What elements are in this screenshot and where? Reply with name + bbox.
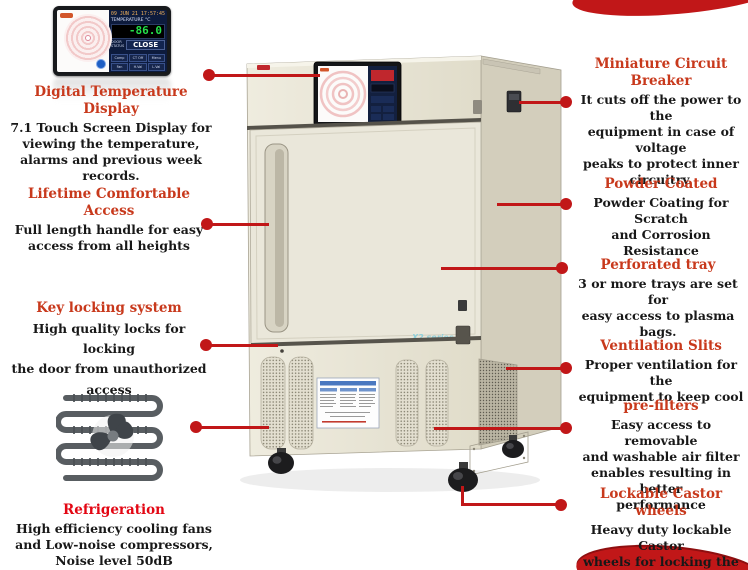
plasma-freezer-illustration: X2 series	[240, 55, 562, 492]
callout-title: Key locking system	[36, 300, 182, 316]
lead-castor-wheels	[461, 503, 560, 506]
callout-miniature-circuit-breaker: Miniature Circuit Breaker It cuts off th…	[575, 56, 747, 204]
callout-title: Ventilation Slits	[600, 338, 722, 354]
callout-title: pre-filters	[623, 398, 699, 414]
display-button: CT Off	[129, 54, 147, 62]
display-screen: 09 JUN 21 17:57:45 TEMPERATURE °C -86.0 …	[57, 10, 167, 72]
callout-digital-temperature-display: Digital Temperature Display 7.1 Touch Sc…	[5, 84, 217, 184]
temperature-label: TEMPERATURE °C	[110, 18, 151, 23]
callout-body: Powder Coating for Scratch and Corrosion…	[593, 194, 729, 258]
chart-rings	[64, 14, 112, 62]
display-buttons: Comp CT Off Menu Fan H.Val L.Val	[110, 54, 165, 71]
spec-label-panel	[316, 377, 380, 429]
callout-body: High quality locks for locking the door …	[11, 320, 207, 397]
circuit-breaker-switch	[509, 94, 519, 100]
callout-title: Miniature Circuit Breaker	[594, 56, 728, 89]
lead-circuit-breaker	[519, 101, 565, 104]
nameplate	[482, 58, 541, 75]
callout-ventilation-slits: Ventilation Slits Proper ventilation for…	[575, 338, 747, 405]
callout-title: Powder Coated	[604, 176, 718, 192]
callout-title: Perforated tray	[600, 257, 716, 273]
callout-body: High efficiency cooling fans and Low-noi…	[15, 520, 213, 568]
dot-pre-filters	[560, 422, 572, 434]
lead-handle	[212, 223, 269, 226]
door: X2 series	[247, 100, 482, 347]
circular-chart-recorder	[57, 10, 112, 72]
callout-body: 3 or more trays are set for easy access …	[578, 275, 738, 339]
keyhole	[280, 349, 284, 353]
tablet-reflection	[53, 78, 171, 102]
callout-title: Digital Temperature Display	[34, 84, 188, 117]
door-bottom-gap	[251, 336, 481, 347]
fan-icon	[90, 413, 134, 457]
lead-perforated-tray	[441, 267, 561, 270]
chart-button-icon	[95, 59, 106, 69]
door-handle-recess	[275, 149, 284, 327]
temperature-value: -86.0	[110, 24, 165, 39]
display-button: Menu	[147, 54, 165, 62]
callout-title: Lockable Castor wheels	[599, 486, 723, 519]
cabinet-brand-logo	[257, 65, 270, 70]
brand-logo-icon	[60, 13, 73, 18]
lead-powder-coated	[497, 203, 565, 206]
display-datetime: 09 JUN 21 17:57:45	[110, 11, 165, 17]
lead-digital-display	[214, 74, 320, 77]
callout-lockable-castor-wheels: Lockable Castor wheels Heavy duty lockab…	[575, 486, 747, 570]
lead-pre-filters	[434, 427, 565, 430]
display-button: H.Val	[129, 63, 147, 71]
dot-castor-wheels	[555, 499, 567, 511]
dot-perforated-tray	[556, 262, 568, 274]
display-button: L.Val	[147, 63, 165, 71]
dot-ventilation-slits	[560, 362, 572, 374]
door-top-gap	[247, 118, 481, 130]
door-status-value: CLOSE	[126, 39, 165, 50]
dot-powder-coated	[560, 198, 572, 210]
callout-body: Easy access to removable and washable ai…	[582, 416, 740, 512]
lead-key-lock	[211, 344, 278, 347]
dot-handle	[201, 218, 213, 230]
temperature-display-closeup: 09 JUN 21 17:57:45 TEMPERATURE °C -86.0 …	[53, 6, 171, 76]
side-recessed-panel	[469, 431, 529, 476]
callout-title: Lifetime Comfortable Access	[27, 186, 191, 219]
door-lock	[458, 300, 467, 311]
callout-body: 7.1 Touch Screen Display for viewing the…	[10, 119, 212, 183]
door-hinge	[473, 100, 482, 114]
lead-castor-wheels-vertical	[461, 486, 464, 506]
callout-body: Proper ventilation for the equipment to …	[578, 356, 744, 404]
callout-lifetime-comfortable-access: Lifetime Comfortable Access Full length …	[5, 186, 213, 254]
display-side-panel: 09 JUN 21 17:57:45 TEMPERATURE °C -86.0 …	[108, 10, 167, 72]
callout-body: It cuts off the power to the equipment i…	[580, 91, 742, 203]
door-status-label: DOOR STATUS	[110, 39, 125, 48]
castor-wheels	[268, 435, 524, 492]
callout-perforated-tray: Perforated tray 3 or more trays are set …	[568, 257, 748, 340]
side-ventilation-grille	[478, 358, 518, 446]
callout-body: Full length handle for easy access from …	[14, 221, 204, 253]
callout-key-locking-system: Key locking system High quality locks fo…	[5, 300, 213, 400]
dot-key-lock	[200, 339, 212, 351]
callout-body: Heavy duty lockable Castor wheels for lo…	[583, 521, 739, 570]
display-button: Fan	[110, 63, 129, 71]
callout-refrigeration: Refrigeration High efficiency cooling fa…	[0, 502, 228, 569]
dot-digital-display	[203, 69, 215, 81]
top-right-red-swoosh	[570, 0, 748, 24]
door-latch	[455, 325, 471, 345]
cabinet-display	[313, 61, 402, 127]
callout-pre-filters: pre-filters Easy access to removable and…	[575, 398, 747, 513]
callout-powder-coated: Powder Coated Powder Coating for Scratch…	[575, 176, 747, 259]
refrigeration-coil-icon	[56, 394, 163, 481]
dot-circuit-breaker	[560, 96, 572, 108]
callout-title: Refrigeration	[63, 502, 165, 518]
display-button: Comp	[110, 54, 129, 62]
lead-ventilation-slits	[506, 367, 565, 370]
dot-refrigeration	[190, 421, 202, 433]
lead-refrigeration	[201, 426, 269, 429]
